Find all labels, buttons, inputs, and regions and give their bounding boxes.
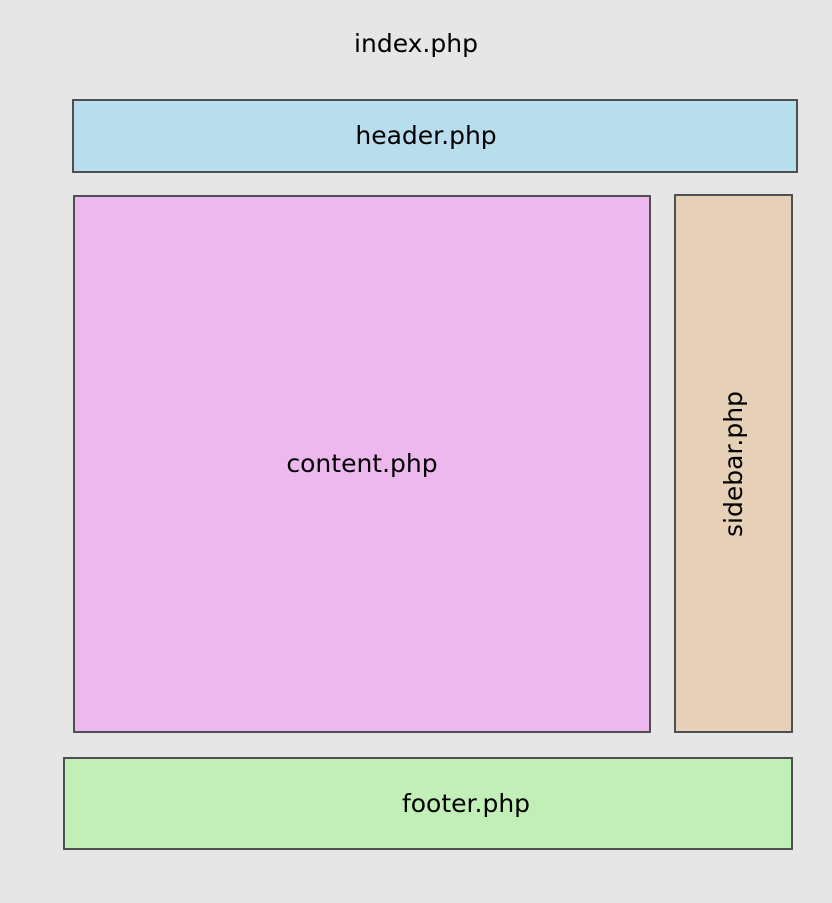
block-content-php: content.php bbox=[73, 195, 651, 733]
block-header-php: header.php bbox=[72, 99, 798, 173]
block-footer-php: footer.php bbox=[63, 757, 793, 850]
block-header-php-label: header.php bbox=[355, 121, 497, 150]
block-sidebar-php: sidebar.php bbox=[674, 194, 793, 733]
page-title: index.php bbox=[354, 29, 478, 58]
block-content-php-label: content.php bbox=[286, 449, 438, 478]
block-sidebar-php-label: sidebar.php bbox=[718, 390, 748, 537]
block-footer-php-label: footer.php bbox=[401, 788, 531, 818]
